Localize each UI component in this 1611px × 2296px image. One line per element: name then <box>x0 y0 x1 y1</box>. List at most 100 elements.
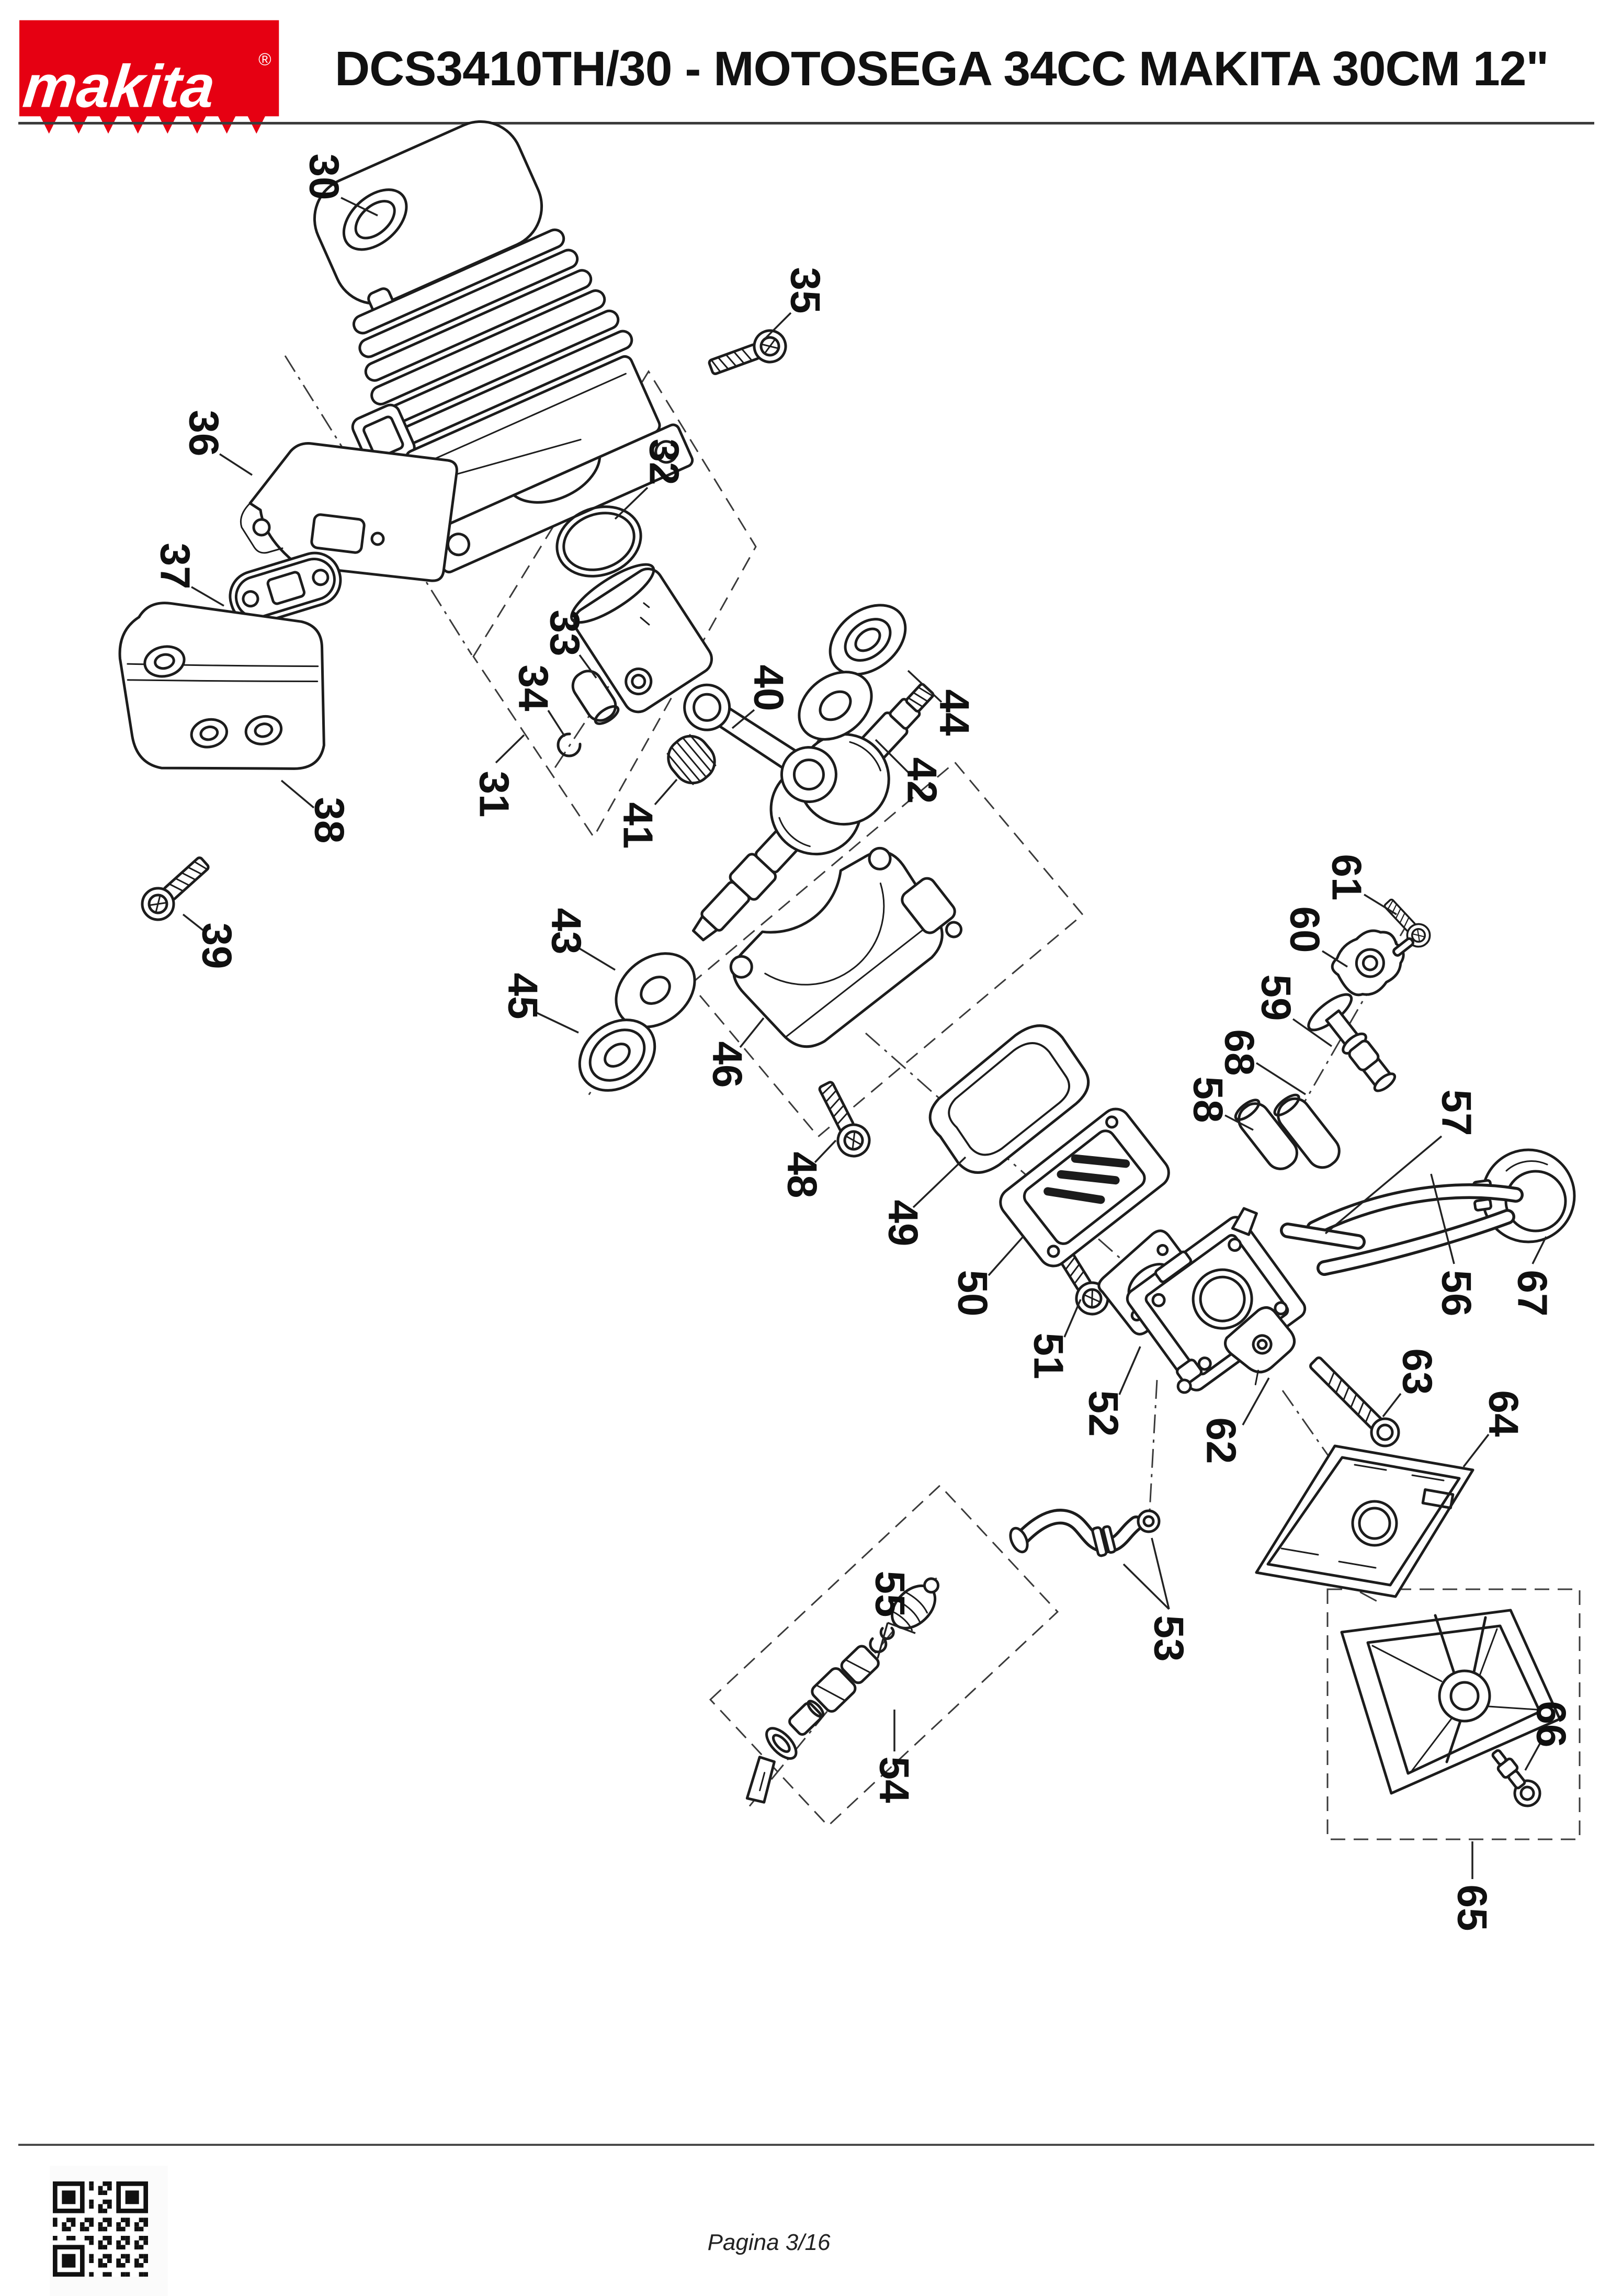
leader-line-62 <box>1242 1377 1270 1426</box>
part-label-58: 58 <box>1185 1077 1232 1123</box>
part-label-59: 59 <box>1253 975 1300 1021</box>
part-label-63: 63 <box>1394 1349 1441 1395</box>
part-label-64: 64 <box>1481 1390 1527 1437</box>
leader-line-64 <box>1462 1433 1490 1468</box>
leader-line-66 <box>1524 1739 1543 1771</box>
part-label-67: 67 <box>1510 1270 1556 1317</box>
leader-line-59 <box>1292 1018 1333 1047</box>
leader-line-60 <box>1322 950 1348 968</box>
leader-line-67 <box>1531 1236 1547 1264</box>
leader-line-58 <box>1224 1114 1254 1131</box>
part-49-crankcase-gasket <box>928 1024 1090 1174</box>
leader-line-56 <box>1430 1173 1455 1264</box>
part-33-wrist-pin <box>571 670 620 725</box>
footer-divider <box>18 2144 1594 2146</box>
carburetor <box>1126 1207 1307 1394</box>
leader-line-30 <box>341 197 378 217</box>
qr-panel <box>50 2166 168 2296</box>
part-label-40: 40 <box>746 665 792 711</box>
leader-line-50 <box>988 1236 1024 1276</box>
part-label-39: 39 <box>194 923 241 969</box>
leader-line-63 <box>1382 1393 1402 1418</box>
part-41-needle-bearing <box>666 734 717 785</box>
part-label-62: 62 <box>1198 1418 1245 1464</box>
part-label-45: 45 <box>500 973 547 1020</box>
part-label-42: 42 <box>899 757 946 804</box>
part-50-intake-block <box>999 1107 1170 1268</box>
part-53-oil-hose <box>1009 1509 1161 1557</box>
part-label-41: 41 <box>615 802 662 849</box>
part-57-fuel-hose <box>1306 1183 1524 1236</box>
part-62-bracket <box>1224 1306 1296 1386</box>
registered-mark: ® <box>258 50 271 70</box>
leader-line-53 <box>1151 1537 1170 1610</box>
leader-line-34 <box>547 710 566 737</box>
part-44-seal-washer <box>829 604 907 676</box>
part-59-choke-plunger <box>1307 993 1397 1092</box>
part-label-65: 65 <box>1449 1885 1496 1931</box>
part-label-36: 36 <box>181 410 228 457</box>
leader-line-33 <box>578 654 597 679</box>
leader-line-46 <box>739 1017 765 1048</box>
part-label-32: 32 <box>641 439 688 485</box>
leader-line-52 <box>1118 1346 1141 1395</box>
leader-line-61 <box>1364 893 1397 915</box>
part-38-muffler <box>118 602 325 770</box>
leader-line-53 <box>1122 1563 1170 1610</box>
part-56-fuel-hose <box>1280 1209 1515 1276</box>
part-label-31: 31 <box>471 771 518 818</box>
part-34-circlip <box>557 732 582 757</box>
leader-line-49 <box>912 1156 967 1208</box>
page-title: DCS3410TH/30 - MOTOSEGA 34CC MAKITA 30CM… <box>335 41 1549 96</box>
leader-line-36 <box>219 453 253 476</box>
part-36-heat-shield <box>240 442 458 582</box>
part-label-30: 30 <box>301 154 348 200</box>
leader-line-57 <box>1324 1135 1443 1235</box>
part-32-piston-ring <box>555 505 642 578</box>
part-42-bearing <box>798 671 873 741</box>
part-label-66: 66 <box>1528 1701 1575 1748</box>
part-66-choke-rod <box>1491 1749 1541 1807</box>
leader-line-37 <box>191 586 224 607</box>
part-40-crankshaft <box>683 683 935 942</box>
part-label-56: 56 <box>1434 1270 1480 1317</box>
part-54-oil-pump-kit <box>745 1575 940 1807</box>
part-63-long-screw <box>1309 1356 1400 1447</box>
leader-line-42 <box>875 739 910 774</box>
leader-line-48 <box>814 1139 837 1163</box>
part-label-57: 57 <box>1434 1090 1480 1136</box>
part-45-washer <box>578 1019 656 1092</box>
part-label-51: 51 <box>1026 1333 1072 1379</box>
part-label-49: 49 <box>880 1200 927 1247</box>
qr-code <box>53 2181 148 2277</box>
header-divider <box>18 122 1594 125</box>
filter-base-kit-box <box>1326 1588 1581 1840</box>
part-label-54: 54 <box>871 1757 918 1803</box>
leader-line-55 <box>887 1622 916 1634</box>
leader-line-51 <box>1063 1299 1082 1338</box>
makita-logo: makita ® <box>19 20 279 134</box>
part-label-60: 60 <box>1282 907 1329 953</box>
part-label-48: 48 <box>779 1152 826 1198</box>
part-label-44: 44 <box>932 689 978 736</box>
part-label-33: 33 <box>542 610 588 657</box>
part-label-52: 52 <box>1081 1390 1127 1437</box>
part-label-55: 55 <box>867 1571 914 1618</box>
part-label-35: 35 <box>782 267 829 314</box>
part-label-38: 38 <box>307 797 353 844</box>
part-label-61: 61 <box>1324 854 1370 901</box>
part-46-crankcase <box>729 846 963 1048</box>
piston-kit-box <box>472 370 757 839</box>
part-35-cylinder-bolt <box>706 326 790 383</box>
logo-background <box>19 20 279 117</box>
part-label-46: 46 <box>705 1042 751 1088</box>
crankcase-kit-box <box>689 761 1084 1138</box>
part-label-53: 53 <box>1146 1615 1193 1662</box>
part-68-sleeve <box>1273 1093 1341 1169</box>
part-label-34: 34 <box>510 665 557 711</box>
part-label-43: 43 <box>543 908 590 955</box>
leader-line-44 <box>907 670 943 703</box>
